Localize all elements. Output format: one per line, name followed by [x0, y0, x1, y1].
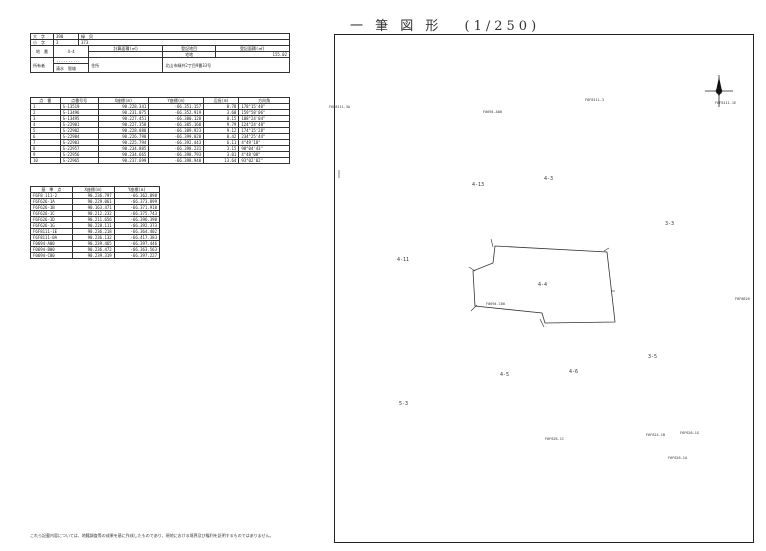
parcel-label-4-6: 4-6 [569, 369, 579, 375]
parcel-label-4-13: 4-13 [472, 182, 485, 188]
control-point: F6F8111-1E [715, 101, 737, 105]
point-side: 13.64 [203, 157, 240, 164]
parcel-label-4-4: 4-4 [538, 282, 548, 288]
map-title: 一 筆 図 形 (1/250) [350, 15, 540, 34]
parcel-label-4-11: 4-11 [397, 257, 410, 263]
r3-label: 地 番 [30, 45, 54, 58]
parcel-drawing [338, 75, 733, 328]
control-point: F6F626-1C [545, 437, 564, 441]
north-arrow-icon [705, 75, 733, 107]
owner-label: 所有者 [30, 57, 54, 73]
address-label: 住所 [88, 57, 164, 73]
point-x: 90.237.699 [97, 157, 150, 164]
boundary-tick-1 [490, 238, 494, 248]
parcel-label-4-3: 4-3 [544, 176, 554, 182]
control-point: F0694-C00 [486, 302, 505, 306]
bench-header-row: 基 準 点 X座標(m) Y座標(m) [30, 186, 161, 193]
address-value: 北山市緑井2丁目9番33号 [162, 57, 290, 73]
control-point: F6F8111-3A [329, 105, 351, 109]
control-point: F6F8111-3 [585, 98, 604, 102]
point-y: -66.398.940 [148, 157, 205, 164]
r3-value: 4-4 [52, 45, 90, 58]
bench-y: -66.397.227 [113, 252, 161, 259]
point-name: S-22965 [59, 157, 99, 164]
map-scale: (1/250) [464, 19, 541, 34]
parcel-boundary [472, 245, 616, 324]
boundary-tick-5 [468, 266, 476, 272]
parcel-label-3-3: 3-3 [665, 221, 675, 227]
control-point: F0694-A00 [483, 110, 502, 114]
footer-note: これら記載内容については、地籍調査等の成果を基に作成したものであり、現地における… [30, 533, 274, 538]
control-point: F6F626-1A [668, 456, 687, 460]
bench-x: 90.239.319 [71, 252, 115, 259]
control-point: F6F626-1G [680, 431, 699, 435]
control-point: F6F8626 [735, 297, 750, 301]
header-table: 大 字 390 緑 貝 小 字 3 373 地 番 4-4 計算面積(㎡) 登記… [30, 33, 291, 73]
boundary-tick-6 [470, 304, 478, 312]
parcel-label-5-3: 5-3 [399, 401, 409, 407]
point-bearing: 93°02'02" [238, 157, 290, 164]
bench-name: F0694-C00 [30, 252, 73, 259]
boundary-tick-2 [603, 247, 610, 252]
boundary-tick-4 [539, 318, 545, 328]
map-title-text: 一 筆 図 形 [350, 19, 443, 34]
parcel-label-4-5: 4-5 [500, 372, 510, 378]
parcel-label-3-5: 3-5 [648, 354, 658, 360]
control-point: F6F624-1B [646, 433, 665, 437]
point-no: 10 [30, 157, 61, 164]
map-frame: 4-13 4-3 3-3 4-11 4-4 3-5 4-5 4-6 5-3 F6… [329, 34, 754, 543]
owner-name: 清水 智雄 [52, 63, 90, 73]
